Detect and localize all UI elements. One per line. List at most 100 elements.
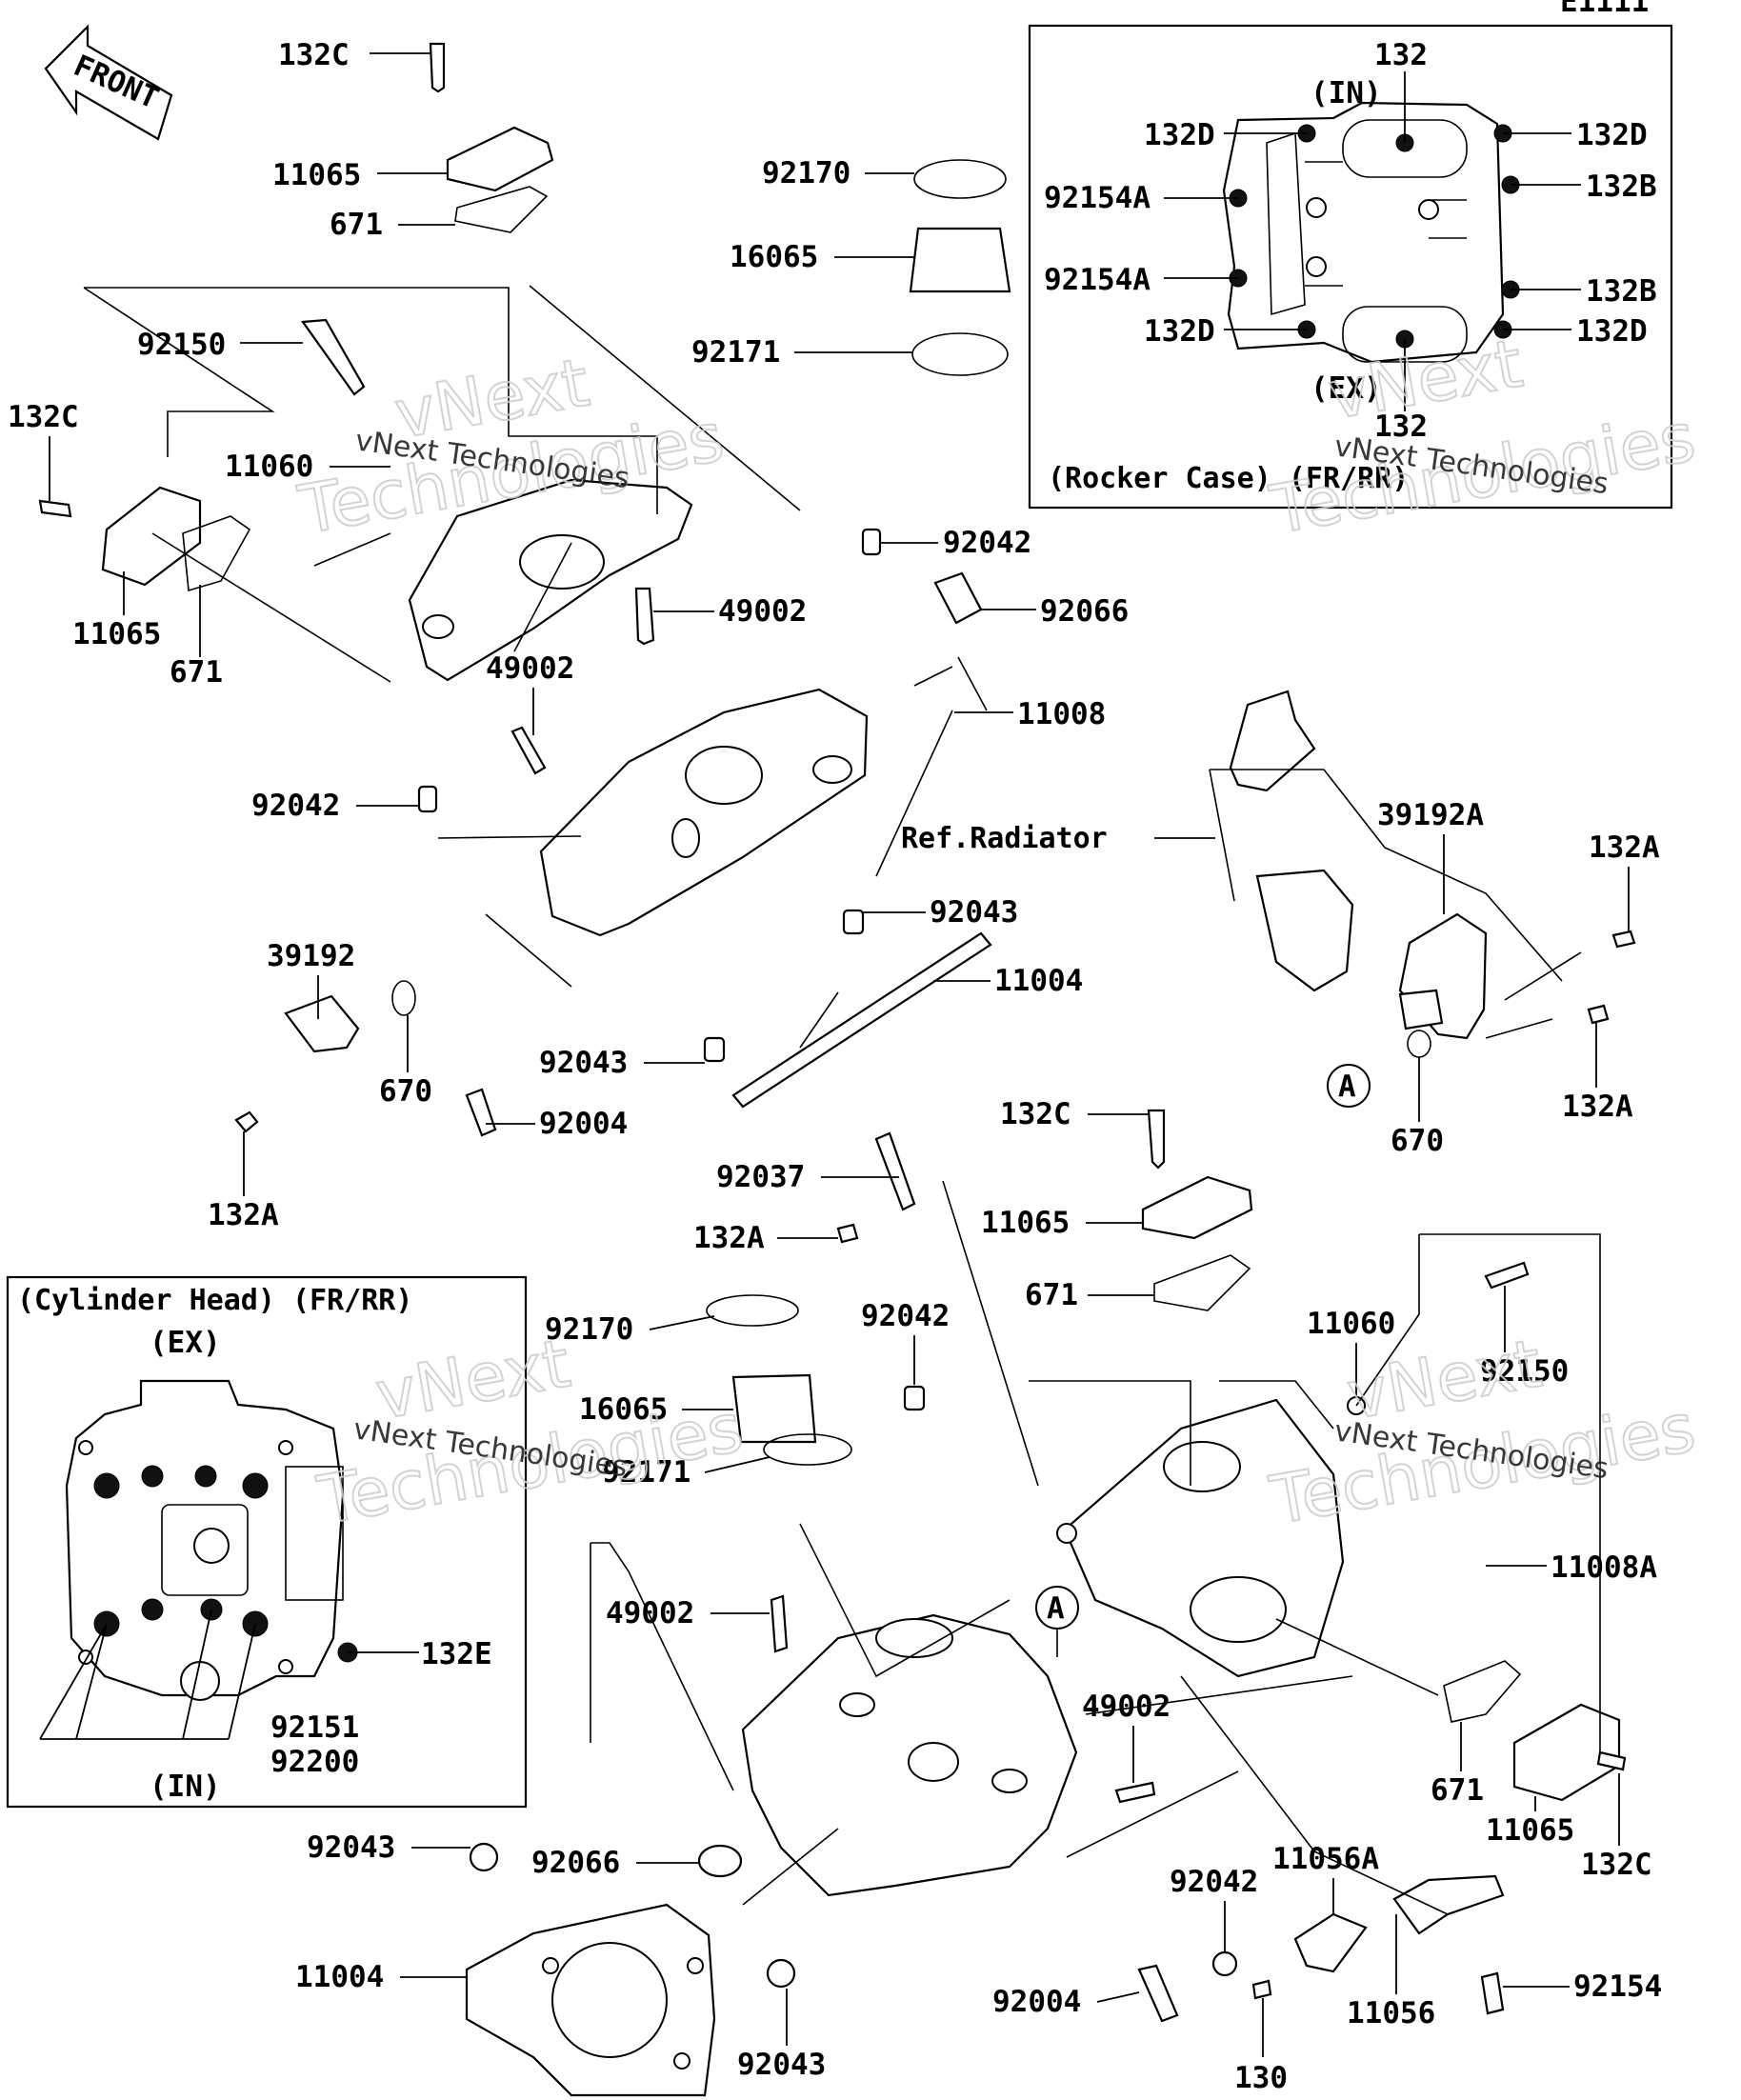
rocker-label-132d-left-bottom: 132D [1144, 314, 1215, 349]
clamp-92171-1 [911, 332, 1009, 376]
label-92170-1: 92170 [762, 156, 850, 190]
clamp-92171-2 [763, 1433, 852, 1466]
label-670-1: 670 [379, 1074, 432, 1109]
label-132c-4: 132C [1581, 1848, 1652, 1882]
label-49002-2: 49002 [718, 594, 807, 629]
bolt-130 [1251, 1979, 1272, 2000]
label-92171-2: 92171 [602, 1455, 690, 1490]
cover-11065-1 [446, 126, 554, 192]
part-labels: 132C 11065 671 92150 132C 11060 11065 67… [8, 38, 1662, 2095]
water-outlet-top [1229, 690, 1316, 792]
head-in-label: (IN) [150, 1770, 221, 1804]
label-92043-1: 92043 [930, 895, 1018, 930]
label-16065-2: 16065 [579, 1392, 668, 1427]
rocker-label-132d-right-top: 132D [1576, 118, 1648, 152]
joint-16065-2 [731, 1373, 817, 1444]
label-92154: 92154 [1573, 1970, 1662, 2004]
gasket-671-3 [1153, 1254, 1251, 1311]
bolt-132a-3 [1587, 1004, 1610, 1025]
dowel-92043-1 [842, 909, 865, 935]
dowel-92043-3 [469, 1842, 499, 1872]
label-92037: 92037 [716, 1160, 805, 1194]
rocker-inset-frame [1028, 24, 1673, 510]
callout-a-1-label: A [1338, 1070, 1356, 1104]
lower-assembly: A [465, 1109, 1627, 2097]
label-11056a: 11056A [1272, 1842, 1379, 1876]
bolt-132a-2 [1611, 930, 1636, 949]
callout-a-1 [1327, 1064, 1371, 1108]
label-132a-3: 132A [1562, 1090, 1633, 1124]
joint-16065-1 [909, 227, 1011, 293]
label-11065-3: 11065 [981, 1206, 1070, 1240]
label-92042-4: 92042 [1170, 1865, 1258, 1899]
label-11004-2: 11004 [295, 1960, 384, 1994]
label-671-2: 671 [170, 655, 223, 690]
rocker-inset-caption: (Rocker Case) (FR/RR) [1048, 462, 1409, 495]
figure-code: E1111 [1560, 0, 1649, 19]
label-92066-2: 92066 [531, 1846, 620, 1880]
guide-49002-1 [634, 587, 655, 646]
cover-11065-2 [101, 486, 202, 587]
label-670-2: 670 [1391, 1124, 1444, 1158]
ref-radiator-label: Ref.Radiator [901, 822, 1108, 855]
label-92042-2: 92042 [943, 526, 1031, 560]
label-92170-2: 92170 [545, 1312, 633, 1347]
fitting-39192 [284, 994, 360, 1053]
guide-49002-3 [770, 1594, 789, 1653]
rocker-label-92154a-1: 92154A [1044, 181, 1151, 215]
rocker-label-92154a-2: 92154A [1044, 263, 1151, 297]
cylinder-head-drawing [65, 1379, 358, 1701]
label-671-3: 671 [1025, 1278, 1078, 1312]
label-92171-1: 92171 [691, 335, 780, 370]
bolt-132c-1 [429, 42, 446, 93]
label-132a-1: 132A [208, 1198, 279, 1232]
rocker-in-label: (IN) [1311, 76, 1382, 110]
label-11008: 11008 [1017, 697, 1106, 731]
bolt-132c-3 [1147, 1109, 1166, 1170]
pin-92037 [874, 1131, 916, 1211]
label-92042-3: 92042 [861, 1299, 950, 1333]
cylinder-head-inset: (Cylinder Head) (FR/RR) (EX) 132E 92151 [6, 1275, 528, 1809]
guide-49002-4 [1114, 1781, 1156, 1804]
label-92004-2: 92004 [992, 1985, 1081, 2019]
label-92042-1: 92042 [251, 789, 340, 823]
bolt-132a-4 [836, 1223, 859, 1244]
head-label-92200: 92200 [270, 1745, 359, 1779]
callout-a-2-label: A [1047, 1591, 1065, 1626]
label-92066-1: 92066 [1040, 594, 1129, 629]
water-pipe-assembly: A [1209, 690, 1636, 1108]
dowel-92042-3 [903, 1385, 926, 1411]
head-label-92151: 92151 [270, 1710, 359, 1745]
label-39192a: 39192A [1377, 798, 1484, 832]
gasket-671-4 [1443, 1660, 1522, 1723]
clamp-92170-2 [706, 1294, 799, 1327]
label-11065-2: 11065 [72, 617, 161, 651]
label-39192: 39192 [267, 939, 355, 973]
head-gasket-11004-1 [731, 931, 992, 1109]
rocker-label-132-top: 132 [1374, 38, 1428, 72]
rocker-label-132-bottom: 132 [1374, 410, 1428, 444]
label-11004-1: 11004 [994, 964, 1083, 998]
rocker-case-drawing [1222, 101, 1520, 364]
clamp-92170-1 [913, 159, 1007, 199]
label-130: 130 [1234, 2061, 1288, 2095]
guide-49002-2 [510, 726, 547, 775]
head-label-132e: 132E [421, 1637, 492, 1671]
bolt-92150-1 [300, 318, 366, 396]
dowel-92042-2 [417, 785, 438, 813]
watermarks: vNext Technologies vNext Technologies vN… [292, 323, 1702, 1540]
rocker-ex-label: (EX) [1311, 371, 1382, 406]
upper-assembly [38, 42, 1011, 1137]
dowel-92042-4 [1211, 1950, 1238, 1977]
label-132a-2: 132A [1589, 830, 1660, 865]
label-92004-1: 92004 [539, 1107, 628, 1141]
label-11060-1: 11060 [225, 450, 313, 484]
label-49002-4: 49002 [1082, 1690, 1171, 1724]
label-132a-4: 132A [693, 1221, 765, 1255]
bolt-92150-2 [1484, 1261, 1530, 1290]
label-11060-2: 11060 [1307, 1307, 1395, 1341]
dowel-92042-1 [861, 528, 882, 556]
bolt-132c-2 [38, 499, 72, 518]
dowel-92043-4 [766, 1958, 796, 1989]
